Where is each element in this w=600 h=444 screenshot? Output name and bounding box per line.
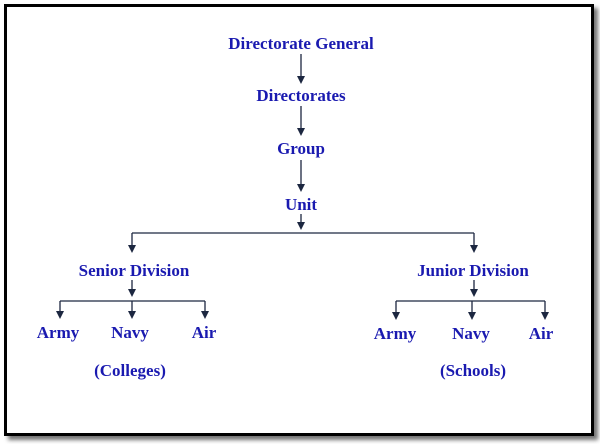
arrowhead-junior-division (470, 245, 478, 253)
node-senior-navy: Navy (111, 323, 149, 342)
arrowhead-directorates (297, 76, 305, 84)
node-junior-navy: Navy (452, 324, 490, 343)
node-senior-air: Air (192, 323, 217, 342)
arrowhead-junior-army (392, 312, 400, 320)
arrowhead-senior-bar (128, 289, 136, 297)
node-labels: Directorate General Directorates Group U… (37, 34, 554, 380)
node-unit: Unit (285, 195, 317, 214)
arrowhead-senior-army (56, 311, 64, 319)
node-junior-air: Air (529, 324, 554, 343)
node-group: Group (277, 139, 325, 158)
node-senior-division: Senior Division (79, 261, 190, 280)
node-directorate-general: Directorate General (228, 34, 374, 53)
label-schools: (Schools) (440, 361, 506, 380)
arrowhead-junior-air (541, 312, 549, 320)
arrowhead-senior-navy (128, 311, 136, 319)
arrowhead-senior-division (128, 245, 136, 253)
arrowhead-junior-bar (470, 289, 478, 297)
connector-lines (56, 54, 549, 320)
node-directorates: Directorates (256, 86, 346, 105)
arrowhead-unit (297, 184, 305, 192)
arrowhead-junior-navy (468, 312, 476, 320)
node-senior-army: Army (37, 323, 80, 342)
arrowhead-unit-bar (297, 222, 305, 230)
node-junior-army: Army (374, 324, 417, 343)
arrowhead-group (297, 128, 305, 136)
label-colleges: (Colleges) (94, 361, 166, 380)
arrowhead-senior-air (201, 311, 209, 319)
node-junior-division: Junior Division (417, 261, 529, 280)
